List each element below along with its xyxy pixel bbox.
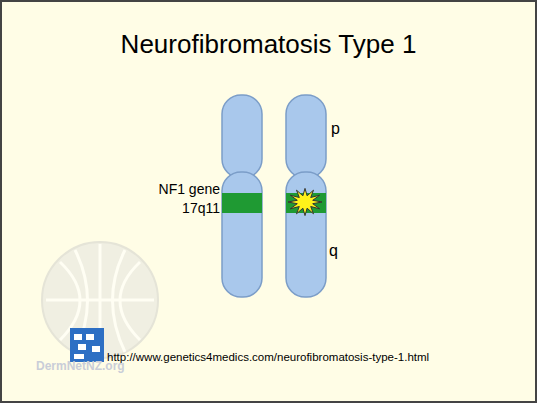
logo-square (70, 328, 104, 362)
arm-label: q (329, 242, 338, 260)
gene-name: NF1 gene (159, 182, 220, 197)
chromosome-q-arm (286, 172, 326, 297)
source-url: http://www.genetics4medics.com/neurofibr… (107, 351, 429, 364)
chromosome-p-arm (286, 95, 326, 178)
watermark: DermNetNZ.org (36, 360, 125, 373)
chromosome-p-arm (222, 95, 262, 178)
locus-label: 17q11 (182, 201, 220, 216)
logo-pattern (74, 334, 100, 359)
chromosome-q-arm (222, 172, 262, 297)
arm-label: p (331, 120, 340, 138)
gene-band (222, 193, 262, 213)
mutation-starburst (288, 188, 322, 215)
slide-title: Neurofibromatosis Type 1 (0, 30, 537, 59)
